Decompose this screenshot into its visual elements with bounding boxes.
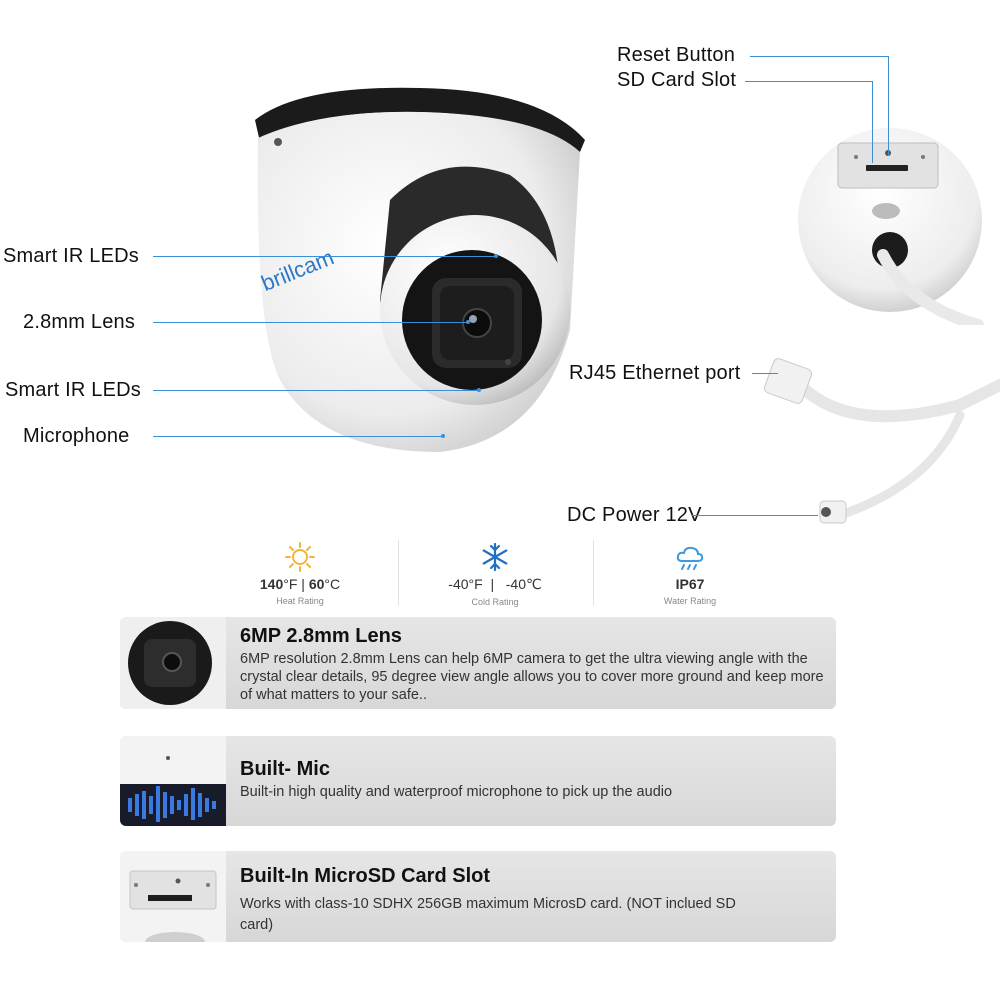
microphone-thumbnail (120, 736, 226, 826)
leader-dot (466, 320, 470, 324)
leader-dot (441, 434, 445, 438)
feature-description: Built-in high quality and waterproof mic… (240, 784, 673, 800)
leader-dot (494, 254, 498, 258)
label-smart-ir-bottom: Smart IR LEDs (5, 379, 141, 401)
label-reset-button: Reset Button (617, 44, 736, 66)
cold-rating-value: -40°F | -40℃ (448, 576, 542, 592)
lens-thumbnail (120, 617, 226, 709)
heat-f-value: 140 (259, 576, 284, 592)
feature-description: 6MP resolution 2.8mm Lens can help 6MP c… (240, 651, 824, 703)
heat-rating-caption: Heat Rating (276, 596, 324, 606)
leader-line (153, 436, 443, 437)
feature-card-lens: 6MP 2.8mm Lens 6MP resolution 2.8mm Lens… (120, 617, 836, 709)
feature-title: 6MP 2.8mm Lens (240, 625, 402, 647)
water-rating-caption: Water Rating (663, 596, 717, 606)
label-sd-card-slot: SD Card Slot (617, 69, 737, 91)
leader-line (888, 56, 889, 156)
leader-line (153, 256, 496, 257)
heat-c-value: 60 (308, 576, 325, 592)
feature-title: Built- Mic (240, 758, 330, 780)
divider (398, 540, 399, 606)
rain-cloud-icon (595, 540, 785, 574)
leader-line (153, 322, 468, 323)
snowflake-icon (400, 540, 590, 574)
feature-card-sd: Built-In MicroSD Card Slot Works with cl… (120, 851, 836, 942)
leader-line (153, 390, 479, 391)
feature-card-mic: Built- Mic Built-in high quality and wat… (120, 736, 836, 826)
leader-dot (477, 388, 481, 392)
cold-rating-caption: Cold Rating (471, 597, 519, 607)
leader-line (750, 56, 888, 57)
sun-icon (205, 540, 395, 574)
label-rj45: RJ45 Ethernet port (569, 362, 741, 384)
label-dc-power: DC Power 12V (567, 504, 702, 526)
sd-slot-thumbnail (120, 851, 226, 942)
leader-line (745, 81, 872, 82)
camera-back-image (798, 128, 984, 325)
label-microphone: Microphone (23, 425, 130, 447)
rating-water: IP67 Water Rating (595, 540, 785, 606)
rating-cold: -40°F | -40℃ Cold Rating (400, 540, 590, 607)
dome-camera-image: brillcam (255, 87, 585, 452)
water-rating-value: IP67 (675, 576, 705, 592)
leader-line (872, 81, 873, 163)
rating-heat: 140°F | 60°C Heat Rating (205, 540, 395, 606)
label-smart-ir-top: Smart IR LEDs (3, 245, 139, 267)
leader-line (692, 515, 818, 516)
label-lens: 2.8mm Lens (23, 311, 136, 333)
divider (593, 540, 594, 606)
feature-description: Works with class-10 SDHX 256GB maximum M… (240, 896, 736, 933)
feature-title: Built-In MicroSD Card Slot (240, 865, 490, 887)
cable-image (763, 358, 1000, 524)
leader-line (752, 373, 778, 374)
